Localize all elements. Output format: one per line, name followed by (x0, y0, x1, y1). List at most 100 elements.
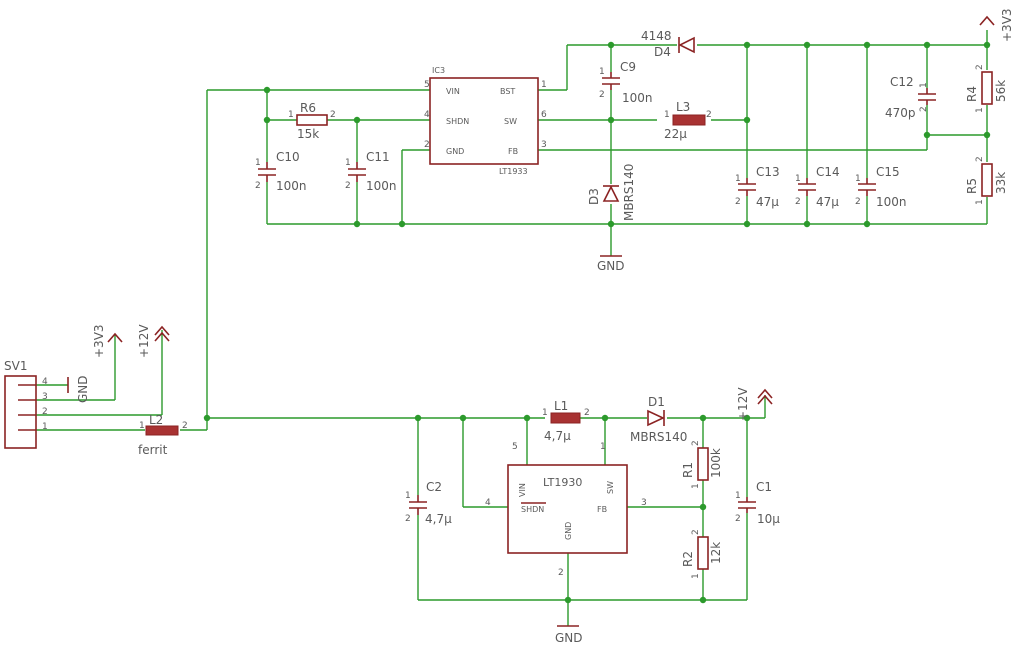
d1-name: D1 (648, 395, 665, 409)
lt1930-pin-4: 4 (485, 498, 491, 508)
v33-label-connector: +3V3 (92, 324, 106, 358)
gnd-symbol-bottom: GND (555, 625, 583, 645)
v12-symbol-connector: +12V (137, 324, 170, 358)
lt1930-shdn: SHDN (521, 505, 544, 514)
r4-pin-1: 1 (975, 107, 985, 113)
capacitor-c15: C15 100n 1 2 (855, 165, 907, 209)
c9-value: 100n (622, 91, 653, 105)
lt1933-pin-1: 1 (541, 80, 547, 90)
sv1-pin-4: 4 (42, 377, 48, 387)
capacitor-c13: C13 47µ 1 2 (735, 165, 780, 209)
r1-name: R1 (681, 462, 695, 478)
r4-name: R4 (965, 86, 979, 102)
capacitor-c12: C12 470p 1 2 (885, 75, 936, 120)
c2-pin-1: 1 (405, 491, 411, 501)
lt1930-pin-5: 5 (512, 442, 518, 452)
r1-value: 100k (709, 448, 723, 478)
l3-pin-2: 2 (706, 110, 712, 120)
l2-value: ferrit (138, 443, 168, 457)
c1-value: 10µ (757, 512, 780, 526)
c10-value: 100n (276, 179, 307, 193)
inductor-l1: L1 4,7µ 1 2 (542, 399, 590, 443)
lt1930-vin: VIN (518, 483, 527, 497)
d4-name: D4 (654, 45, 671, 59)
v33-label-top: +3V3 (1000, 8, 1014, 42)
capacitor-c10: C10 100n 1 2 (255, 150, 307, 193)
c13-pin-1: 1 (735, 174, 741, 184)
r6-name: R6 (300, 101, 316, 115)
c1-pin-2: 2 (735, 514, 741, 524)
resistor-r6: R6 15k 1 2 (288, 101, 336, 141)
c12-value: 470p (885, 106, 916, 120)
diode-d1: D1 MBRS140 (630, 395, 687, 444)
l1-value: 4,7µ (544, 429, 571, 443)
l3-value: 22µ (664, 127, 687, 141)
l1-pin-2: 2 (584, 408, 590, 418)
sv1-label: SV1 (4, 359, 27, 373)
r2-pin-2: 2 (691, 529, 701, 535)
resistor-r5: R5 33k 2 1 (965, 156, 1008, 205)
r5-pin-1: 1 (975, 199, 985, 205)
wires (36, 30, 988, 626)
c15-name: C15 (876, 165, 900, 179)
sv1-pin-3: 3 (42, 392, 48, 402)
c10-name: C10 (276, 150, 300, 164)
lt1930-pin-1: 1 (600, 442, 606, 452)
l2-pin-1: 1 (139, 421, 145, 431)
lt1933-sw: SW (504, 117, 517, 126)
c13-value: 47µ (756, 195, 779, 209)
lt1930-sw: SW (606, 481, 615, 494)
r6-value: 15k (297, 127, 319, 141)
r5-value: 33k (994, 172, 1008, 194)
c14-value: 47µ (816, 195, 839, 209)
inductor-l2: L2 ferrit 1 2 (138, 413, 188, 457)
c11-pin-1: 1 (345, 158, 351, 168)
lt1933-vin: VIN (446, 87, 460, 96)
r2-pin-1: 1 (691, 573, 701, 579)
diode-d3: D3 MBRS140 (587, 164, 636, 221)
gnd-symbol-connector: GND (67, 375, 90, 403)
r5-name: R5 (965, 178, 979, 194)
lt1933-name: LT1933 (499, 167, 528, 176)
c1-pin-1: 1 (735, 491, 741, 501)
capacitor-c14: C14 47µ 1 2 (795, 165, 840, 209)
lt1933-pin-5: 5 (424, 80, 430, 90)
lt1933-pin-4: 4 (424, 110, 430, 120)
lt1933-pin-6: 6 (541, 110, 547, 120)
c12-pin-2: 2 (919, 106, 929, 112)
c14-name: C14 (816, 165, 840, 179)
d3-value: MBRS140 (622, 164, 636, 221)
gnd-label-top: GND (597, 259, 625, 273)
r1-pin-2: 2 (691, 440, 701, 446)
lt1933-bst: BST (500, 87, 515, 96)
c14-pin-2: 2 (795, 197, 801, 207)
r4-pin-2: 2 (975, 64, 985, 70)
lt1930-fb: FB (597, 505, 607, 514)
lt1933-shdn: SHDN (446, 117, 469, 126)
c9-pin-2: 2 (599, 90, 605, 100)
c13-name: C13 (756, 165, 780, 179)
r6-pin-1: 1 (288, 110, 294, 120)
d3-name: D3 (587, 188, 601, 205)
v33-symbol-connector: +3V3 (92, 324, 123, 358)
sv1-pin-2: 2 (42, 407, 48, 417)
gnd-label-bottom: GND (555, 631, 583, 645)
v33-symbol-top: +3V3 (979, 8, 1014, 42)
c11-pin-2: 2 (345, 181, 351, 191)
r2-value: 12k (709, 542, 723, 564)
c14-pin-1: 1 (795, 174, 801, 184)
lt1933-pin-3: 3 (541, 140, 547, 150)
lt1933-pin-2: 2 (424, 140, 430, 150)
lt1930-name: LT1930 (543, 476, 582, 489)
diode-d4: 4148 D4 (641, 29, 695, 59)
ic3-ref: IC3 (432, 66, 445, 75)
capacitor-c2: C2 4,7µ 1 2 (405, 480, 452, 526)
d4-value: 4148 (641, 29, 672, 43)
c15-value: 100n (876, 195, 907, 209)
c12-name: C12 (890, 75, 914, 89)
capacitor-c9: C9 100n 1 2 (599, 60, 653, 105)
l2-name: L2 (149, 413, 163, 427)
r5-pin-2: 2 (975, 156, 985, 162)
resistor-r1: R1 100k 2 1 (681, 440, 723, 489)
